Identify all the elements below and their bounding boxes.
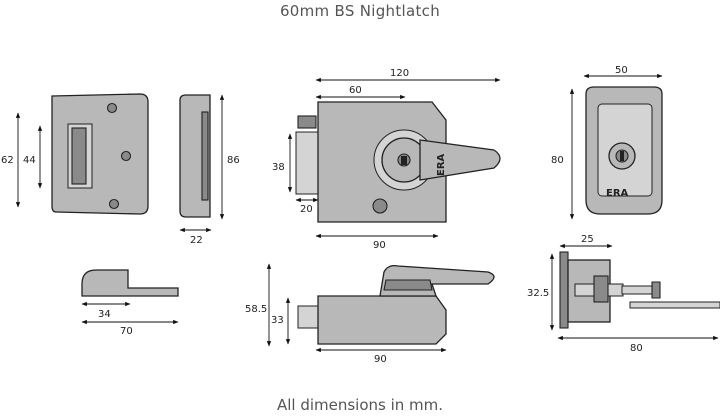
dim-label-20: 20 [300,204,313,215]
main-dimension-90: 90 [315,233,439,251]
main-dimension-120: 120 [315,68,501,83]
dim-label-80: 80 [551,155,564,166]
dim-label-22: 22 [190,235,203,246]
back-brand-label: ERA [606,188,629,199]
main-brand-label: ERA [436,153,447,176]
main-dimension-20: 20 [295,197,319,215]
dim-label-60: 60 [349,85,362,96]
back-dimension-50: 50 [583,65,663,79]
front-view [51,93,149,215]
main-view: ERA [295,101,501,223]
front-dimension-44: 44 [23,125,43,189]
dim-label-33: 33 [271,315,284,326]
bottom-dimension-33: 33 [271,297,291,345]
dim-label-58-5: 58.5 [245,304,267,315]
cylinder-view [559,251,720,329]
dim-label-120: 120 [390,68,409,79]
dim-label-bottom-90: 90 [374,354,387,365]
main-dimension-60: 60 [315,85,406,100]
dim-label-44: 44 [23,155,36,166]
cylinder-dimension-25: 25 [559,234,613,249]
dim-label-86: 86 [227,155,240,166]
side-dimension-86: 86 [219,94,240,220]
back-dimension-80: 80 [551,88,575,220]
dim-label-70: 70 [120,326,133,337]
front-dimension-62: 62 [1,112,21,208]
cylinder-dimension-80: 80 [557,335,719,354]
staple-dimension-70: 70 [81,319,179,337]
dim-label-90: 90 [373,240,386,251]
side-view [179,94,211,218]
staple-dimension-34: 34 [81,301,131,320]
dim-label-32-5: 32.5 [527,288,549,299]
dim-label-38: 38 [272,162,285,173]
cylinder-dimension-32-5: 32.5 [527,253,555,331]
main-dimension-38: 38 [272,133,293,193]
dim-label-34: 34 [98,309,111,320]
back-view: ERA [585,86,663,215]
dim-label-cyl-80: 80 [630,343,643,354]
staple-view [81,269,179,297]
page-title: 60mm BS Nightlatch [279,2,441,20]
bottom-view [297,264,495,345]
dim-label-62: 62 [1,155,14,166]
bottom-dimension-90: 90 [315,347,447,365]
dim-label-50: 50 [615,65,628,76]
footer-note: All dimensions in mm. [276,396,444,414]
bottom-dimension-58-5: 58.5 [245,263,272,347]
side-dimension-22: 22 [179,227,212,246]
dim-label-25: 25 [581,234,594,245]
